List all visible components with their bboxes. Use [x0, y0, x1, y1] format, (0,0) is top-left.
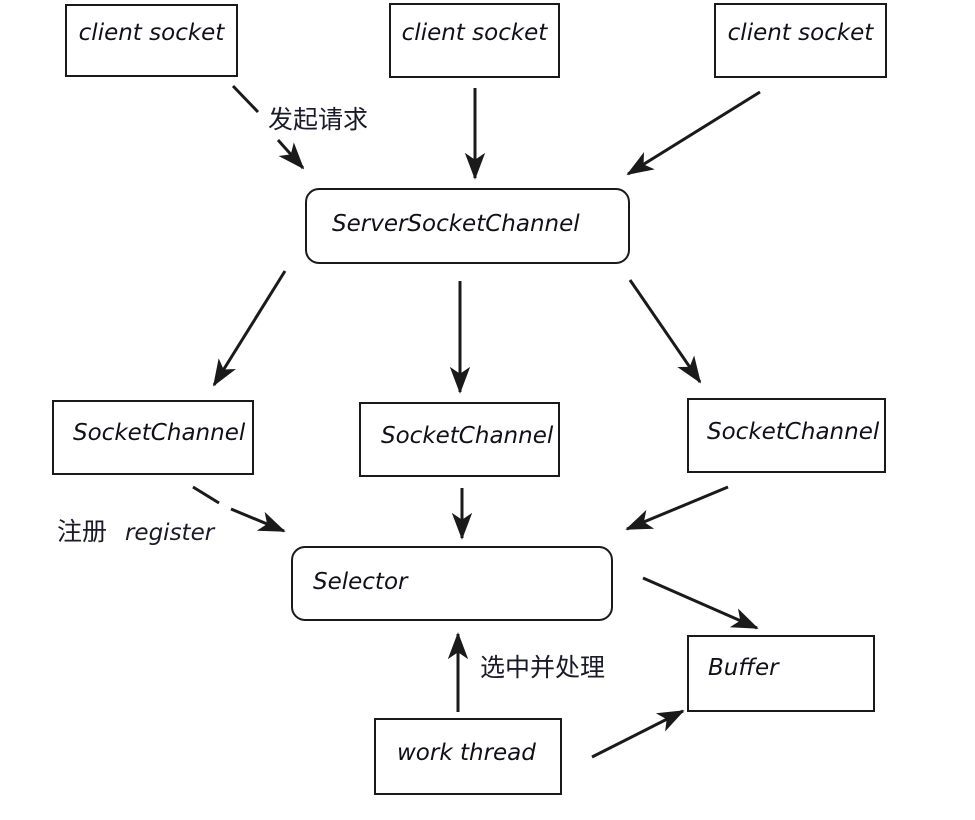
node-label: SocketChannel: [381, 423, 554, 449]
edge-socketchannel1-to-selector-seg2: [230, 507, 286, 533]
edge-label-select-and-handle-text: 选中并处理: [480, 653, 606, 682]
node-selector[interactable]: Selector: [291, 546, 613, 621]
edge-label-request: 发起请求: [268, 107, 368, 132]
node-label: client socket: [401, 20, 548, 46]
edge-label-register: 注册 register: [57, 519, 214, 545]
edge-client3-to-ssc: [626, 90, 761, 176]
node-server-socket-channel[interactable]: ServerSocketChannel: [305, 188, 630, 264]
edge-label-register-cn: 注册: [57, 517, 108, 546]
node-client-socket-2[interactable]: client socket: [389, 3, 560, 78]
node-socket-channel-3[interactable]: SocketChannel: [687, 398, 886, 473]
edge-selector-to-buffer: [642, 576, 759, 630]
edge-ssc-to-socketchannel3: [628, 279, 702, 384]
node-label: Selector: [313, 569, 408, 595]
node-work-thread[interactable]: work thread: [374, 718, 562, 795]
edge-label-request-text: 发起请求: [268, 105, 369, 134]
node-socket-channel-1[interactable]: SocketChannel: [52, 400, 254, 475]
node-buffer[interactable]: Buffer: [687, 635, 875, 712]
edge-ssc-to-socketchannel1: [212, 270, 287, 387]
node-label: client socket: [78, 20, 225, 46]
node-label: client socket: [727, 20, 874, 46]
edge-socketchannel3-to-selector: [625, 485, 729, 531]
edge-label-select-and-handle: 选中并处理: [480, 655, 605, 680]
node-client-socket-3[interactable]: client socket: [714, 3, 887, 78]
node-label: SocketChannel: [73, 420, 246, 446]
edge-label-register-en: register: [124, 520, 215, 546]
node-label: ServerSocketChannel: [332, 211, 580, 237]
node-label: SocketChannel: [707, 419, 880, 445]
edge-socketchannel1-to-selector-seg1: [192, 485, 220, 505]
edge-client1-to-ssc-seg2: [276, 139, 305, 170]
node-client-socket-1[interactable]: client socket: [65, 4, 238, 77]
node-label: Buffer: [708, 655, 779, 681]
node-socket-channel-2[interactable]: SocketChannel: [359, 402, 560, 477]
node-label: work thread: [397, 740, 536, 766]
edge-client1-to-ssc-seg1: [231, 84, 260, 114]
edge-workthread-to-buffer: [591, 709, 685, 759]
